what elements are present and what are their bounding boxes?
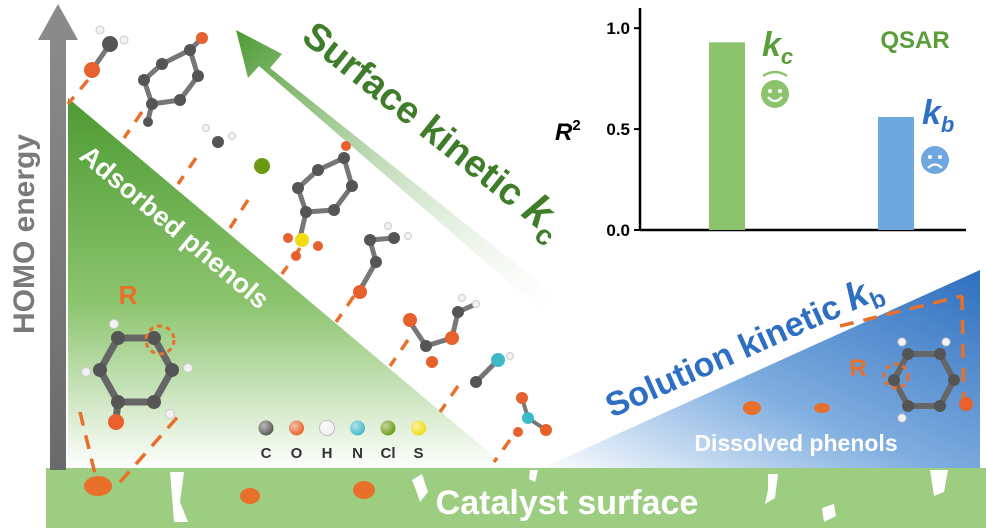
- legend-atom-shine: [319, 420, 335, 436]
- dissolved-phenols-label: Dissolved phenols: [694, 430, 897, 456]
- chart-bar-label-sub: c: [781, 44, 793, 69]
- adsorbed-o-atoms-on-surface: [84, 476, 375, 504]
- atom-legend: C O H N Cl S: [258, 420, 426, 462]
- chart-y-axis-label: R2: [555, 117, 581, 146]
- legend-atom-shine: [258, 420, 274, 436]
- legend-atom-label: C: [261, 445, 272, 462]
- substituent-molecules: [84, 25, 552, 437]
- chart-y-tick-label: 1.0: [606, 19, 630, 38]
- dissolved-phenol-molecule: [882, 337, 973, 423]
- legend-atom-label: O: [291, 445, 303, 462]
- dissolved-molecule-frame: [839, 294, 966, 415]
- homo-axis-shaft: [50, 40, 66, 470]
- legend-atom-label: N: [352, 445, 363, 462]
- dissolved-r-group-label: R: [849, 355, 866, 382]
- happy-face-icon: [761, 70, 789, 108]
- legend-atom-shine: [380, 420, 396, 436]
- chart-bar-label-sub: b: [941, 112, 954, 137]
- sad-face-icon: [921, 146, 949, 174]
- legend-atom-label: H: [322, 445, 333, 462]
- chart-background: [610, 8, 980, 230]
- legend-atom-label: S: [413, 445, 423, 462]
- chart-title: QSAR: [880, 27, 949, 54]
- adsorption-dashes: [66, 78, 512, 464]
- chart-y-axis-label-sup: 2: [572, 117, 580, 134]
- chart-y-tick-label: 0.5: [606, 120, 630, 139]
- surface-kinetic-arrow-icon: [236, 30, 555, 310]
- adsorbed-phenol-tether: [78, 410, 184, 484]
- surface-defects: [170, 470, 948, 522]
- homo-axis-label: HOMO energy: [8, 134, 41, 334]
- legend-atom-shine: [350, 420, 365, 436]
- adsorbed-phenol-molecule: [81, 319, 193, 430]
- homo-axis-arrowhead-icon: [38, 4, 78, 40]
- legend-atom-label: Cl: [381, 445, 396, 462]
- dissolved-fragments: [743, 401, 830, 415]
- chart-bar-k_c: [709, 42, 745, 231]
- adsorbed-r-group-label: R: [119, 280, 138, 310]
- chart-bar-k_b: [878, 116, 914, 230]
- catalyst-surface-label: Catalyst surface: [436, 484, 699, 522]
- chart-y-tick-label: 0.0: [606, 221, 630, 240]
- legend-atom-shine: [411, 420, 426, 436]
- adsorbed-phenols-region: [68, 98, 510, 470]
- legend-atom-shine: [289, 420, 304, 436]
